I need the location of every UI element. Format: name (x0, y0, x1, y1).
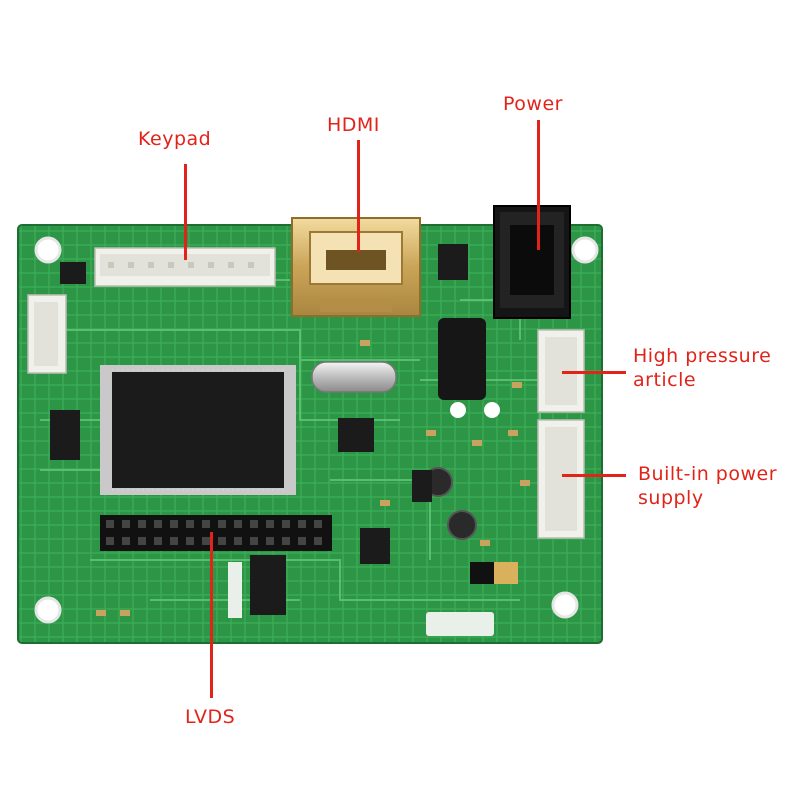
high-pressure-label-line2: article (633, 369, 697, 391)
builtin-power-leader-line (562, 474, 626, 477)
builtin-power-label-line2: supply (638, 487, 704, 509)
silkscreen-pads (228, 562, 494, 636)
hdmi-label: HDMI (327, 114, 380, 136)
high-pressure-leader-line (562, 371, 626, 374)
power-label: Power (503, 93, 563, 115)
power-jack (493, 205, 571, 319)
builtin-power-label-line1: Built-in power (638, 463, 778, 485)
small-ics (50, 244, 468, 615)
mounting-holes (34, 236, 599, 624)
power-leader-line (537, 120, 540, 250)
side-connector (27, 294, 67, 374)
hdmi-port (291, 217, 421, 317)
lvds-leader-line (210, 532, 213, 698)
smd-components (96, 340, 530, 616)
hdmi-leader-line (357, 140, 360, 252)
jumper-header (470, 562, 518, 584)
builtin-power-label: Built-in power supply (638, 462, 777, 510)
lvds-header (100, 515, 332, 551)
main-chip (100, 365, 296, 495)
lvds-label: LVDS (185, 706, 236, 728)
inductors (423, 318, 486, 540)
keypad-leader-line (184, 164, 187, 260)
high-pressure-label: High pressure article (633, 344, 771, 392)
builtin-power-connector (537, 419, 585, 539)
keypad-label: Keypad (138, 128, 212, 150)
high-pressure-label-line1: High pressure (633, 345, 772, 367)
crystal-oscillator (311, 361, 397, 393)
